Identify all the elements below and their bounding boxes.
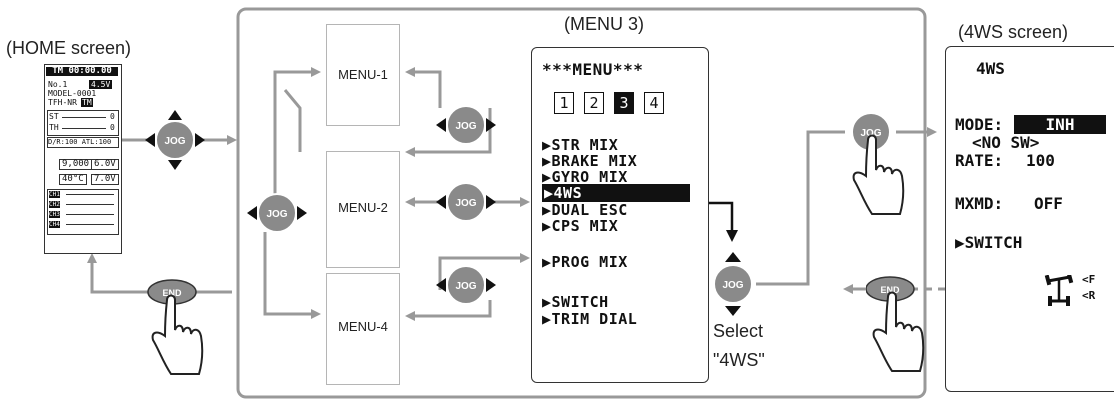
svg-text:JOG: JOG: [860, 128, 881, 139]
ws4-caption: (4WS screen): [958, 22, 1069, 42]
tab-4[interactable]: 4: [644, 92, 664, 114]
home-screen-caption: (HOME screen): [6, 38, 132, 58]
menu-frame: [236, 7, 927, 399]
hand-icon: [872, 291, 925, 372]
jog-label: JOG: [164, 136, 185, 147]
menu-item-str-mix[interactable]: ▶STR MIX: [542, 136, 619, 154]
svg-text:END: END: [880, 285, 900, 295]
menu-item-prog-mix[interactable]: ▶PROG MIX: [542, 253, 628, 271]
jog-button-home[interactable]: JOG: [145, 110, 205, 170]
submenu-1-label: MENU-1: [338, 67, 388, 82]
svg-text:JOG: JOG: [722, 280, 743, 291]
menu-item-trim-dial[interactable]: ▶TRIM DIAL: [542, 310, 638, 328]
svg-text:JOG: JOG: [455, 281, 476, 292]
end-label: END: [162, 288, 182, 298]
home-model-name: MODEL-0001: [48, 89, 97, 98]
ws4-mode-value[interactable]: INH: [1014, 115, 1106, 134]
menu-item-dual-esc[interactable]: ▶DUAL ESC: [542, 201, 628, 219]
home-temp: 40°C: [59, 174, 87, 185]
svg-text:JOG: JOG: [266, 209, 287, 220]
ws4-rate-value[interactable]: 100: [1026, 151, 1055, 170]
jog-button-select[interactable]: JOG: [711, 252, 755, 316]
home-timer: TM 00:00.00: [46, 67, 118, 76]
th-bar: [62, 128, 106, 129]
home-model-no: No.1: [48, 80, 68, 89]
jog-button-lower[interactable]: JOG: [436, 255, 496, 315]
end-button-home[interactable]: END: [145, 278, 205, 388]
submenu-2[interactable]: MENU-2: [326, 151, 400, 268]
hand-icon: [151, 294, 204, 375]
menu3-title: ***MENU***: [542, 60, 644, 79]
ws4-title: 4WS: [976, 59, 1005, 78]
th-label: TH: [49, 123, 59, 132]
trim-box: ST 0 TH 0: [47, 110, 119, 136]
home-rx-badge: TM: [81, 98, 93, 107]
channel-row: CH2: [49, 201, 60, 208]
svg-text:JOG: JOG: [455, 198, 476, 209]
st-bar: [62, 117, 106, 118]
home-screen: TM 00:00.00 No.1 4.5V MODEL-0001 TFH-NR …: [44, 64, 122, 254]
submenu-2-label: MENU-2: [338, 200, 388, 215]
select-caption-line1: Select: [713, 321, 764, 341]
ws4-switch-item[interactable]: ▶SWITCH: [955, 233, 1023, 252]
home-rx-volt2: 7.0V: [91, 174, 119, 185]
ws4-rear-label: <R: [1082, 289, 1096, 302]
channel-box: CH1 CH2 CH3 CH4: [47, 189, 119, 235]
svg-text:JOG: JOG: [455, 121, 476, 132]
channel-row: CH4: [49, 221, 60, 228]
jog-button-middle[interactable]: JOG: [436, 172, 496, 232]
jog-button-upper[interactable]: JOG: [436, 95, 496, 155]
channel-row: CH3: [49, 211, 60, 218]
menu-item-4ws[interactable]: ▶4WS: [542, 184, 690, 202]
ws4-screen: 4WS MODE: INH <NO SW> RATE: 100 MXMD: OF…: [945, 46, 1114, 392]
tab-1[interactable]: 1: [554, 92, 574, 114]
channel-bars: [66, 194, 114, 226]
ws4-rate-label: RATE:: [955, 151, 1004, 170]
st-label: ST: [49, 112, 59, 121]
car-steering-icon: [1044, 275, 1074, 306]
home-odo: 9,000: [59, 159, 93, 170]
tab-2[interactable]: 2: [584, 92, 604, 114]
end-button-4ws[interactable]: END: [866, 275, 932, 393]
submenu-4[interactable]: MENU-4: [326, 273, 400, 385]
jog-button-left[interactable]: JOG: [247, 183, 307, 243]
menu-item-gyro-mix[interactable]: ▶GYRO MIX: [542, 168, 628, 186]
home-dr-atl: D/R:100 ATL:100: [47, 137, 119, 148]
ws4-mode-label: MODE:: [955, 115, 1004, 134]
ws4-switch-value: <NO SW>: [972, 133, 1040, 152]
menu-item-switch[interactable]: ▶SWITCH: [542, 293, 609, 311]
home-voltage: 4.5V: [89, 80, 113, 89]
jog-press-4ws[interactable]: JOG: [844, 110, 910, 228]
home-rx-volt: 6.0V: [91, 159, 119, 170]
submenu-4-label: MENU-4: [338, 319, 388, 334]
menu-item-brake-mix[interactable]: ▶BRAKE MIX: [542, 152, 638, 170]
st-value: 0: [110, 112, 115, 121]
hand-icon: [852, 134, 905, 215]
menu-item-cps-mix[interactable]: ▶CPS MIX: [542, 217, 619, 235]
ws4-mxmd-value[interactable]: OFF: [1034, 194, 1063, 213]
tab-3[interactable]: 3: [614, 92, 634, 114]
select-caption-line2: "4WS": [713, 350, 765, 370]
th-value: 0: [110, 123, 115, 132]
ws4-mxmd-label: MXMD:: [955, 194, 1004, 213]
channel-row: CH1: [49, 191, 60, 198]
menu3-screen: ***MENU*** 1 2 3 4 ▶STR MIX ▶BRAKE MIX ▶…: [531, 47, 709, 383]
submenu-1[interactable]: MENU-1: [326, 24, 400, 126]
menu3-caption: (MENU 3): [564, 14, 644, 34]
ws4-front-label: <F: [1082, 273, 1096, 286]
home-receiver: TFH-NR: [48, 98, 77, 107]
